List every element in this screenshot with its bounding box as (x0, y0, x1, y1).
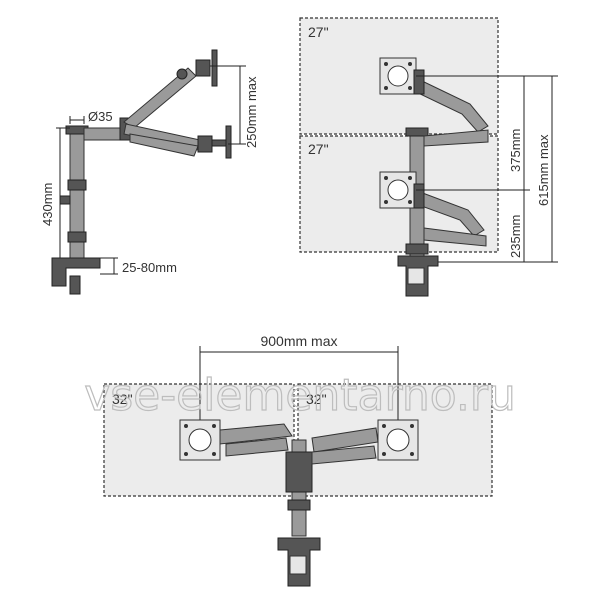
vertical-pole-cap (405, 127, 429, 137)
right-gas-arm (311, 427, 379, 453)
side-upper-vesa (211, 49, 218, 87)
lower-screen-size: 27" (308, 141, 329, 157)
lower-arm-joint (413, 183, 425, 209)
pole-diameter-label: Ø35 (88, 109, 113, 124)
watermark-text: vse-elementarno.ru (84, 370, 516, 421)
lower-height-label: 235mm (508, 215, 523, 258)
lower-arm-base (423, 227, 487, 247)
horizontal-view: 32" 32" 900mm max (103, 333, 493, 587)
left-arm-cover (225, 437, 289, 457)
left-screen-size: 32" (112, 391, 133, 407)
clamp-range-label: 25-80mm (122, 260, 177, 275)
side-lower-vesa (225, 125, 232, 159)
side-lower-arm-cover (129, 133, 199, 157)
side-pole-collar (67, 179, 87, 191)
vertical-clamp-plate (407, 267, 425, 285)
side-lower-link (211, 139, 227, 147)
side-clamp-screw (69, 275, 81, 295)
side-upper-arm-pivot (176, 68, 188, 80)
total-height-label: 615mm max (536, 134, 551, 206)
side-upper-tilt (195, 59, 211, 77)
vertical-pole-collar (405, 243, 429, 255)
right-arm-cover (311, 445, 377, 465)
horizontal-hub (285, 451, 313, 493)
upper-offset-label: 375mm (508, 129, 523, 172)
span-label: 900mm max (260, 333, 337, 349)
side-cable-clip (59, 195, 71, 205)
side-lower-tilt (197, 135, 213, 153)
upper-screen-size: 27" (308, 24, 329, 40)
upper-arm-joint (413, 69, 425, 95)
upper-arm-base (423, 129, 489, 147)
side-view: Ø35 250mm max 430mm 25-80mm (40, 49, 259, 295)
arm-height-label: 250mm max (244, 76, 259, 148)
right-screen-size: 32" (306, 391, 327, 407)
horizontal-pole-collar (287, 499, 311, 511)
horizontal-clamp-plate (289, 555, 307, 575)
vertical-view: 27" 27" 375mm 235mm (299, 17, 558, 297)
left-gas-arm (219, 423, 293, 445)
pole-height-label: 430mm (40, 183, 55, 226)
side-pole-collar-lower (67, 231, 87, 243)
